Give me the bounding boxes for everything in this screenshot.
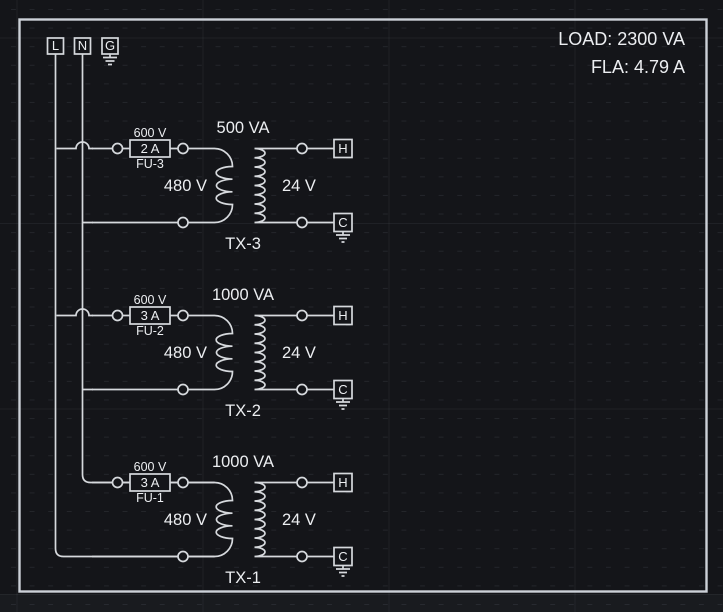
h-terminal-label: H <box>338 474 348 490</box>
fuse-name-label: FU-2 <box>136 324 164 338</box>
c-terminal-label: C <box>338 214 348 230</box>
transformer-name-label: TX-1 <box>225 569 261 587</box>
drawing-border <box>18 18 708 593</box>
ground-icon <box>103 54 117 66</box>
tx3-lead <box>55 141 94 224</box>
c-terminal-label: C <box>338 548 348 564</box>
fuse-voltage-label: 600 V <box>133 460 167 474</box>
fuse-name-label: FU-3 <box>136 157 164 171</box>
c-terminal-label: C <box>338 381 348 397</box>
primary-voltage-label: 480 V <box>163 511 207 529</box>
secondary-voltage-label: 24 V <box>282 344 316 362</box>
va-rating-label: 500 VA <box>216 119 270 137</box>
fuse-voltage-label: 600 V <box>133 293 167 307</box>
canvas-bottom-strip <box>0 594 723 612</box>
secondary-voltage-label: 24 V <box>282 177 316 195</box>
supply-terminal-l-label: L <box>51 38 60 53</box>
transformer-name-label: TX-2 <box>225 402 261 420</box>
fla-label: FLA: 4.79 A <box>590 56 685 77</box>
fuse-name-label: FU-1 <box>136 491 164 505</box>
supply-terminal-g-label: G <box>104 38 116 53</box>
fuse-current-label: 2 A <box>140 141 160 156</box>
transformer-name-label: TX-3 <box>225 235 261 253</box>
fuse-current-label: 3 A <box>140 308 160 323</box>
supply-terminal-n-label: N <box>77 38 88 53</box>
h-terminal-label: H <box>338 140 348 156</box>
l-bus-wire <box>54 54 215 558</box>
fuse-voltage-label: 600 V <box>133 126 167 140</box>
secondary-voltage-label: 24 V <box>282 511 316 529</box>
tx2-lead <box>55 308 94 391</box>
va-rating-label: 1000 VA <box>211 286 275 304</box>
primary-voltage-label: 480 V <box>163 177 207 195</box>
h-terminal-label: H <box>338 307 348 323</box>
fuse-current-label: 3 A <box>140 475 160 490</box>
va-rating-label: 1000 VA <box>211 453 275 471</box>
primary-voltage-label: 480 V <box>163 344 207 362</box>
n-bus-wire <box>81 54 215 484</box>
load-total-label: LOAD: 2300 VA <box>558 28 685 49</box>
